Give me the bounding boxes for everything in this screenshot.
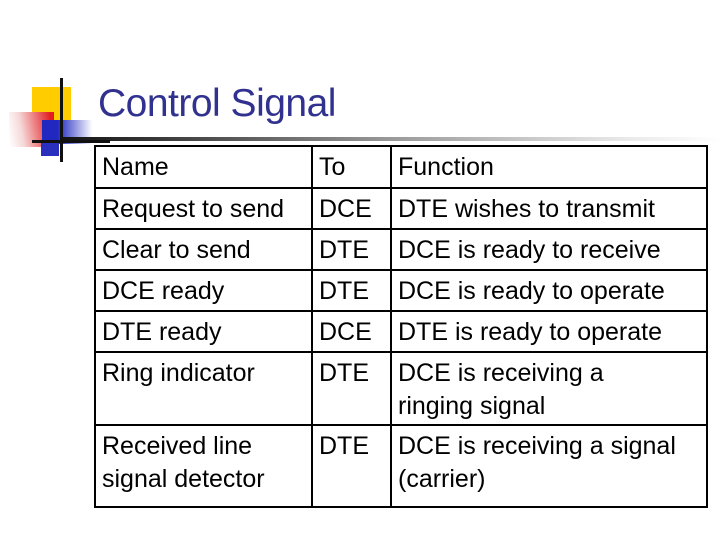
cell-to: DTE <box>311 424 392 508</box>
control-signal-table: Name To Function Request to send DCE DTE… <box>94 145 708 508</box>
cell-name: Received line signal detector <box>94 424 313 508</box>
table-row: DCE ready DTE DCE is ready to operate <box>94 269 708 312</box>
table-row: Received line signal detector DTE DCE is… <box>94 424 708 508</box>
col-header-function: Function <box>390 145 708 189</box>
cell-function: DCE is ready to receive <box>390 228 708 271</box>
cell-to: DTE <box>311 228 392 271</box>
cell-function: DTE is ready to operate <box>390 310 708 353</box>
cell-function: DTE wishes to transmit <box>390 187 708 230</box>
title-underline-rule <box>60 137 720 141</box>
decor-horizontal-line <box>32 140 110 143</box>
cell-name: Request to send <box>94 187 313 230</box>
cell-function: DCE is receiving a ringing signal <box>390 351 708 426</box>
decor-vertical-line <box>60 78 63 162</box>
table-header-row: Name To Function <box>94 145 708 189</box>
cell-to: DTE <box>311 351 392 426</box>
slide-title: Control Signal <box>98 82 336 125</box>
table-row: DTE ready DCE DTE is ready to operate <box>94 310 708 353</box>
col-header-to: To <box>311 145 392 189</box>
cell-function: DCE is ready to operate <box>390 269 708 312</box>
cell-name: DCE ready <box>94 269 313 312</box>
cell-name: DTE ready <box>94 310 313 353</box>
cell-to: DCE <box>311 187 392 230</box>
col-header-name: Name <box>94 145 313 189</box>
cell-to: DCE <box>311 310 392 353</box>
table-row: Request to send DCE DTE wishes to transm… <box>94 187 708 230</box>
table-row: Clear to send DTE DCE is ready to receiv… <box>94 228 708 271</box>
cell-to: DTE <box>311 269 392 312</box>
cell-function: DCE is receiving a signal (carrier) <box>390 424 708 508</box>
decor-blue-square-small <box>41 143 59 156</box>
cell-name: Clear to send <box>94 228 313 271</box>
table-row: Ring indicator DTE DCE is receiving a ri… <box>94 351 708 426</box>
cell-name: Ring indicator <box>94 351 313 426</box>
